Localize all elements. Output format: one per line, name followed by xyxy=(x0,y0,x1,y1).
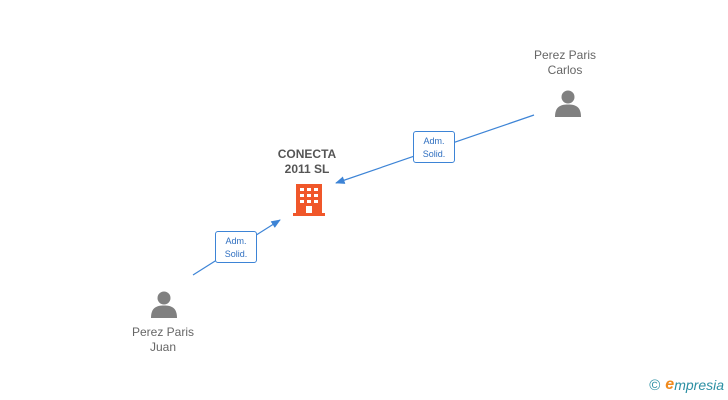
relation-role: Adm. xyxy=(225,236,247,246)
relation-role-type: Solid. xyxy=(422,149,446,159)
relation-badge-carlos[interactable]: Adm. Solid. xyxy=(413,131,455,163)
relation-role-type: Solid. xyxy=(224,249,248,259)
person-name-line2: Carlos xyxy=(547,63,583,77)
company-name-line2: 2011 SL xyxy=(284,162,330,176)
brand-footer[interactable]: © e mpresia xyxy=(649,376,724,394)
relation-badge-juan[interactable]: Adm. Solid. xyxy=(215,231,257,263)
person-name-line1: Perez Paris xyxy=(533,48,597,62)
person-name-line2: Juan xyxy=(149,340,177,354)
person-icon[interactable] xyxy=(553,88,583,118)
person-name-juan[interactable]: Perez Paris Juan xyxy=(118,325,208,355)
person-name-carlos[interactable]: Perez Paris Carlos xyxy=(520,48,610,78)
building-icon[interactable] xyxy=(293,183,325,217)
brand-logo-initial: e xyxy=(665,376,675,393)
brand-logo-text: mpresia xyxy=(674,377,724,393)
person-icon[interactable] xyxy=(149,289,179,319)
company-name-line1: CONECTA xyxy=(277,147,337,161)
person-name-line1: Perez Paris xyxy=(131,325,195,339)
company-name[interactable]: CONECTA 2011 SL xyxy=(262,147,352,177)
relation-role: Adm. xyxy=(423,136,445,146)
copyright-icon: © xyxy=(649,376,661,394)
